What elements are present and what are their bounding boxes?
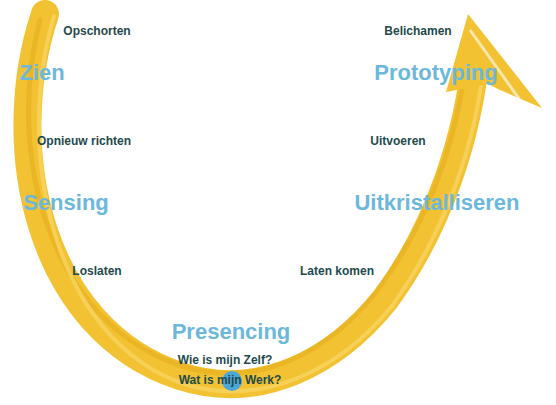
phase-label: Presencing [172,320,291,344]
phase-label: Prototyping [374,61,497,85]
step-label: Loslaten [72,265,121,278]
step-label: Belichamen [384,25,451,38]
step-label: Uitvoeren [370,135,425,148]
step-label: Opschorten [63,25,130,38]
step-label: Opnieuw richten [37,135,131,148]
step-label: Wat is mijn Werk? [179,374,282,387]
phase-label: Sensing [23,191,109,215]
step-label: Laten komen [300,265,374,278]
phase-label: Zien [19,61,64,85]
step-label: Wie is mijn Zelf? [178,354,273,367]
phase-label: Uitkristalliseren [354,191,519,215]
